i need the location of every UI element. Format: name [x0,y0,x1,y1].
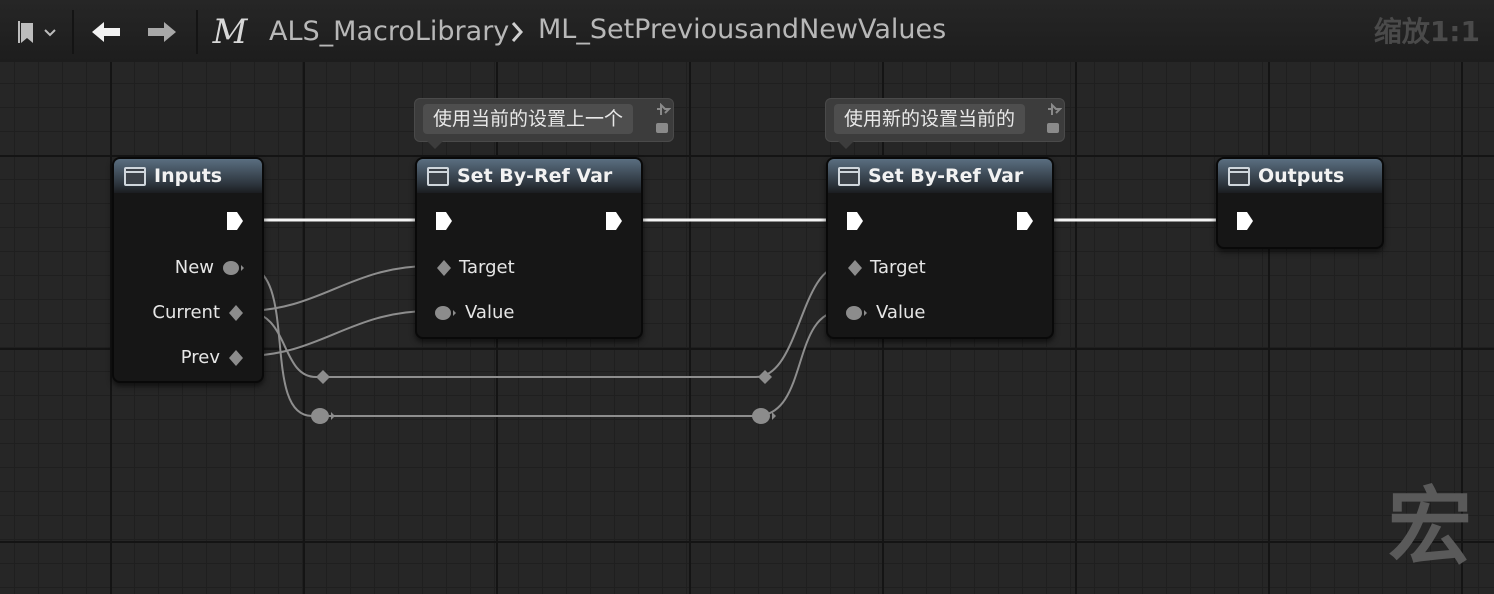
graph-toolbar: M ALS_MacroLibrary ML_SetPreviousandNewV… [0,0,1494,63]
exec-out-pin[interactable] [1016,211,1034,231]
graph-type-watermark: 宏 [1387,478,1472,576]
exec-out-pin[interactable] [226,211,244,231]
reroute-knot [316,370,330,384]
current-ref-pin[interactable] [228,304,244,322]
node-type-icon [427,166,449,186]
comment-text: 使用当前的设置上一个 [423,104,634,134]
target-ref-pin[interactable] [847,259,863,277]
data-wire [243,310,431,357]
comment-text: 使用新的设置当前的 [834,104,1026,134]
zoom-level: 缩放1:1 [1373,15,1480,48]
value-pin[interactable] [434,304,458,322]
node-set-by-ref-var[interactable]: Set By-Ref Var Target Value [415,157,643,339]
pin-label-value: Value [465,302,515,323]
prev-ref-pin[interactable] [228,349,244,367]
data-wire [243,265,431,312]
toolbar-divider [72,10,74,54]
exec-in-pin[interactable] [1236,211,1254,231]
new-value-pin[interactable] [222,259,246,277]
node-header: Set By-Ref Var [417,159,641,193]
comment-bubble[interactable]: 使用新的设置当前的 [825,98,1065,149]
node-title: Outputs [1258,165,1345,187]
macro-icon: M [212,12,248,52]
pin-label-target: Target [459,257,515,278]
comment-bubble[interactable]: 使用当前的设置上一个 [414,98,674,149]
back-button[interactable] [86,14,126,50]
pin-comment-icon[interactable] [1044,103,1062,137]
chevron-right-icon [506,14,528,50]
pin-label-prev: Prev [180,347,220,368]
arrow-left-icon [92,22,120,42]
reroute-knot [752,408,770,424]
comment-pointer [838,141,854,149]
exec-out-pin[interactable] [605,211,623,231]
node-title: Set By-Ref Var [868,165,1024,187]
bookmark-icon [18,21,56,43]
pin-comment-icon[interactable] [653,103,671,137]
node-header: Set By-Ref Var [828,159,1052,193]
node-type-icon [1228,166,1250,186]
comment-pointer [427,141,443,149]
toolbar-divider [196,10,198,54]
data-wire [243,265,843,378]
forward-button[interactable] [142,14,182,50]
pin-label-new: New [174,257,214,278]
exec-in-pin[interactable] [846,211,864,231]
chevron-down-icon [44,29,56,37]
arrow-right-icon [148,22,176,42]
pin-label-current: Current [152,302,220,323]
reroute-knot [311,408,329,424]
node-set-by-ref-var[interactable]: Set By-Ref Var Target Value [826,157,1054,339]
node-title: Inputs [154,165,223,187]
exec-in-pin[interactable] [435,211,453,231]
bookmark-dropdown-button[interactable] [12,14,62,50]
node-title: Set By-Ref Var [457,165,613,187]
breadcrumb-library[interactable]: ALS_MacroLibrary [269,16,510,47]
breadcrumb-macro[interactable]: ML_SetPreviousandNewValues [538,14,947,45]
reroute-knot [758,370,772,384]
node-type-icon [124,166,146,186]
node-inputs[interactable]: Inputs New Current Prev [112,157,264,383]
node-header: Inputs [114,159,262,193]
node-type-icon [838,166,860,186]
node-outputs[interactable]: Outputs [1216,157,1384,249]
value-pin[interactable] [845,304,869,322]
target-ref-pin[interactable] [436,259,452,277]
pin-label-value: Value [876,302,926,323]
pin-label-target: Target [870,257,926,278]
node-header: Outputs [1218,159,1382,193]
